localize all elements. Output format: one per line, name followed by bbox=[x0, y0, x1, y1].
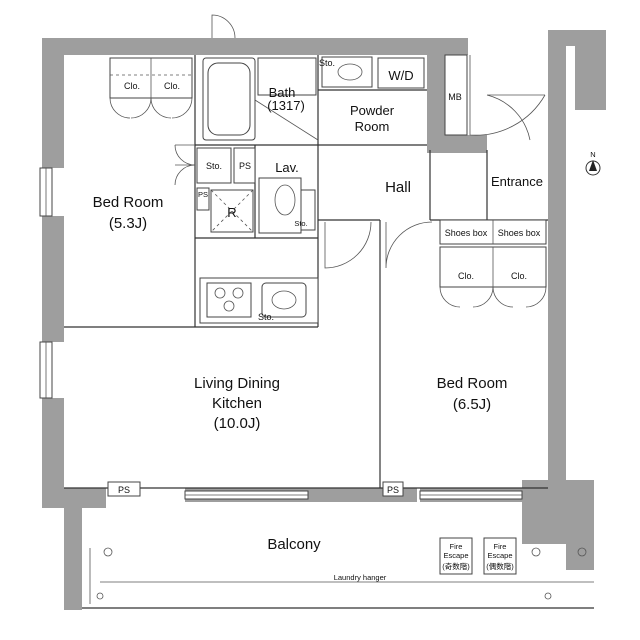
bedroom1-name: Bed Room bbox=[93, 194, 164, 211]
pipe-space-label-bedroom: PS bbox=[387, 485, 399, 495]
entrance-storage bbox=[439, 219, 547, 308]
balcony-label: Balcony bbox=[267, 536, 321, 553]
bedroom2-size: (6.5J) bbox=[453, 396, 491, 413]
left-windows bbox=[39, 167, 53, 399]
storage-label-kitchen: Sto. bbox=[258, 312, 274, 322]
north-arrow bbox=[585, 160, 601, 176]
laundry-hanger-label: Laundry hanger bbox=[334, 573, 387, 582]
closet-label-left: Clo. bbox=[124, 81, 140, 91]
lavatory-fixtures bbox=[258, 177, 316, 234]
doors bbox=[174, 14, 546, 269]
bedroom2-name: Bed Room bbox=[437, 375, 508, 392]
bath-fixtures bbox=[202, 57, 319, 141]
north-label: N bbox=[590, 150, 595, 159]
shoes-box-label-right: Shoes box bbox=[498, 228, 541, 238]
bath-size: (1317) bbox=[267, 98, 305, 113]
lavatory-label: Lav. bbox=[275, 160, 299, 175]
washer-dryer-label: W/D bbox=[388, 68, 413, 83]
entrance-closet-label-left: Clo. bbox=[458, 271, 474, 281]
fire-escape-even-line2: Escape bbox=[487, 551, 512, 560]
fire-escape-odd-line3: (奇数階) bbox=[442, 561, 470, 571]
balcony-area bbox=[82, 537, 594, 609]
ldk-name-line1: Living Dining bbox=[194, 375, 280, 392]
pipe-space-label-vertical: PS bbox=[198, 190, 208, 199]
ldk-size: (10.0J) bbox=[214, 415, 261, 432]
refrigerator-label: R bbox=[227, 205, 236, 220]
storage-label-bath: Sto. bbox=[319, 58, 335, 68]
kitchen-counter bbox=[199, 277, 319, 324]
exterior-walls bbox=[42, 30, 606, 610]
entrance-label: Entrance bbox=[491, 174, 543, 189]
ldk-name-line2: Kitchen bbox=[212, 395, 262, 412]
pipe-space-label-ldk: PS bbox=[118, 485, 130, 495]
meter-box-label: MB bbox=[448, 92, 462, 102]
powder-fixtures bbox=[321, 56, 425, 89]
fire-escape-odd-line2: Escape bbox=[443, 551, 468, 560]
bedroom1-size: (5.3J) bbox=[109, 215, 147, 232]
storage-label-lav: Sto. bbox=[294, 219, 307, 228]
shoes-box-label-left: Shoes box bbox=[445, 228, 488, 238]
meter-box-area bbox=[444, 54, 468, 136]
fire-escape-even-line3: (偶数階) bbox=[486, 561, 514, 571]
fire-escape-even-line1: Fire bbox=[494, 542, 507, 551]
entrance-closet-label-right: Clo. bbox=[511, 271, 527, 281]
closet-label-right: Clo. bbox=[164, 81, 180, 91]
utility-boxes bbox=[196, 147, 256, 233]
hall-label: Hall bbox=[385, 179, 411, 196]
bath-name: Bath bbox=[269, 85, 296, 100]
bottom-ps-boxes bbox=[107, 481, 404, 497]
bedroom1-closets bbox=[109, 57, 193, 119]
balcony-windows bbox=[184, 490, 523, 500]
powder-room-line2: Room bbox=[355, 119, 390, 134]
powder-room-line1: Powder bbox=[350, 103, 395, 118]
pipe-space-label-top: PS bbox=[239, 161, 251, 171]
storage-label-hall: Sto. bbox=[206, 161, 222, 171]
fire-escape-odd-line1: Fire bbox=[450, 542, 463, 551]
